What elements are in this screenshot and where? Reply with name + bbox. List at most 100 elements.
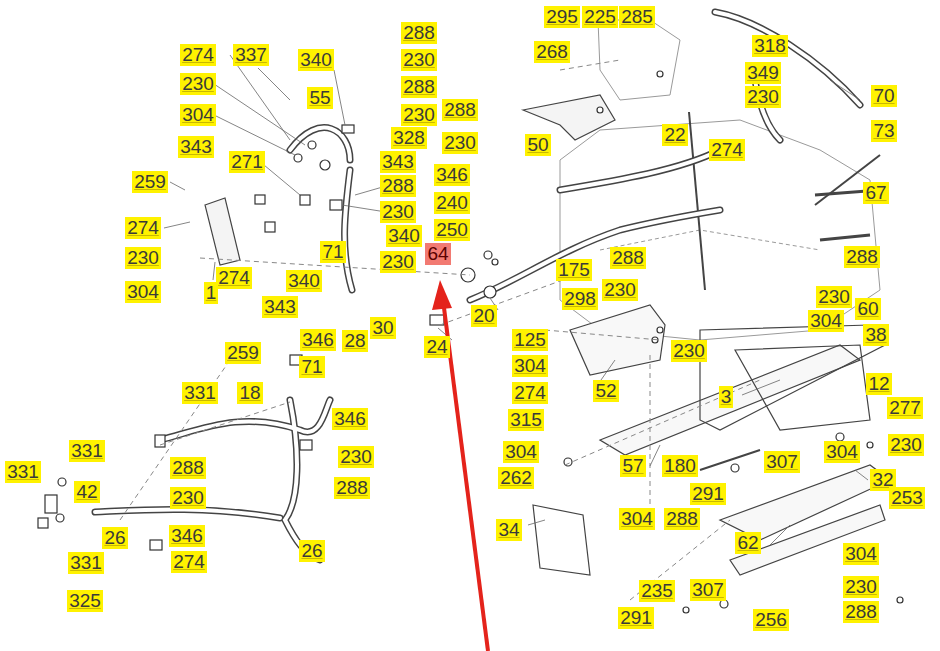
callout-number: 259	[225, 342, 261, 364]
callout-number: 340	[298, 49, 334, 71]
callout-number: 67	[863, 182, 888, 204]
callout-number: 274	[180, 44, 216, 66]
callout-number: 288	[843, 601, 879, 623]
callout-number: 288	[610, 247, 646, 269]
callout-number: 55	[307, 87, 332, 109]
pump-housing	[598, 20, 680, 100]
callout-number: 288	[442, 99, 478, 121]
callout-number: 328	[391, 127, 427, 149]
fuel-tank	[560, 20, 880, 340]
callout-number: 346	[300, 329, 336, 351]
callout-number: 304	[125, 281, 161, 303]
callout-number: 307	[764, 451, 800, 473]
callout-number: 346	[169, 525, 205, 547]
callout-number: 57	[620, 455, 645, 477]
callout-number: 71	[320, 241, 345, 263]
callout-number: 230	[602, 279, 638, 301]
callout-number: 318	[752, 35, 788, 57]
callout-number: 175	[556, 259, 592, 281]
assembly-lines	[120, 60, 760, 600]
callout-number: 230	[843, 576, 879, 598]
callout-number: 268	[534, 41, 570, 63]
callout-number: 50	[525, 134, 550, 156]
callout-number: 331	[182, 382, 218, 404]
brackets	[205, 95, 890, 575]
callout-number: 230	[888, 434, 924, 456]
callout-number: 325	[67, 590, 103, 612]
callout-number: 304	[503, 441, 539, 463]
callout-number: 346	[434, 164, 470, 186]
callout-number: 337	[233, 44, 269, 66]
callout-number: 304	[512, 355, 548, 377]
callout-number: 343	[178, 136, 214, 158]
callout-number: 20	[471, 305, 496, 327]
callout-number: 70	[871, 85, 896, 107]
callout-number: 225	[582, 6, 618, 28]
callout-number: 28	[342, 330, 367, 352]
callout-number: 230	[442, 132, 478, 154]
callout-number: 230	[125, 247, 161, 269]
plate	[533, 505, 590, 575]
callout-number: 230	[401, 49, 437, 71]
callout-number: 315	[508, 409, 544, 431]
leader-lines	[164, 55, 868, 545]
callout-number: 230	[380, 251, 416, 273]
callout-number: 62	[735, 532, 760, 554]
callout-number: 30	[370, 317, 395, 339]
callout-number: 291	[618, 607, 654, 629]
callout-number: 304	[619, 508, 655, 530]
callout-number: 331	[69, 440, 105, 462]
callout-number: 271	[229, 151, 265, 173]
callout-number: 274	[171, 551, 207, 573]
callout-number: 230	[380, 201, 416, 223]
callout-number: 340	[386, 225, 422, 247]
callout-number: 304	[180, 104, 216, 126]
callout-number: 343	[262, 296, 298, 318]
callout-number: 274	[709, 139, 745, 161]
callout-number: 235	[639, 580, 675, 602]
callout-number: 331	[68, 552, 104, 574]
callout-number: 38	[863, 324, 888, 346]
callout-number: 349	[745, 62, 781, 84]
callout-number: 230	[338, 446, 374, 468]
callout-number: 3	[719, 386, 734, 408]
callout-number: 64	[425, 243, 450, 265]
callout-number: 230	[671, 340, 707, 362]
callout-number: 274	[216, 267, 252, 289]
callout-number: 60	[855, 298, 880, 320]
callout-number: 285	[619, 6, 655, 28]
callout-number: 304	[843, 543, 879, 565]
callout-number: 34	[496, 519, 521, 541]
callout-number: 259	[132, 171, 168, 193]
callout-number: 331	[5, 461, 41, 483]
callout-number: 274	[125, 217, 161, 239]
callout-number: 18	[237, 382, 262, 404]
callout-number: 26	[102, 527, 127, 549]
callout-number: 343	[380, 151, 416, 173]
callout-number: 71	[299, 356, 324, 378]
callout-number: 262	[498, 467, 534, 489]
callout-number: 24	[424, 336, 449, 358]
callout-number: 125	[512, 329, 548, 351]
callout-number: 250	[434, 219, 470, 241]
callout-number: 304	[808, 310, 844, 332]
callout-number: 240	[434, 192, 470, 214]
callout-number: 230	[170, 487, 206, 509]
callout-number: 288	[380, 175, 416, 197]
callout-number: 277	[887, 397, 923, 419]
callout-number: 340	[286, 270, 322, 292]
callout-number: 298	[562, 288, 598, 310]
callout-number: 26	[299, 540, 324, 562]
callout-number: 288	[844, 246, 880, 268]
callout-number: 291	[690, 483, 726, 505]
callout-number: 288	[401, 22, 437, 44]
callout-number: 22	[662, 124, 687, 146]
callout-number: 230	[745, 86, 781, 108]
callout-number: 42	[74, 481, 99, 503]
callout-number: 12	[866, 373, 891, 395]
callout-number: 304	[824, 441, 860, 463]
callout-number: 288	[401, 76, 437, 98]
callout-number: 52	[593, 380, 618, 402]
callout-number: 346	[332, 408, 368, 430]
callout-number: 307	[690, 579, 726, 601]
